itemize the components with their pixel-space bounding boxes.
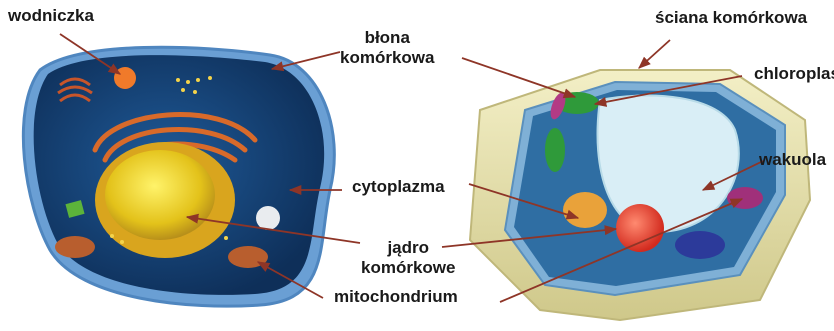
arrow-blona-plant [462, 58, 575, 97]
vacuole-orange [114, 67, 136, 89]
plant-cell [470, 70, 810, 320]
label-mitochondrium: mitochondrium [334, 287, 458, 307]
label-jadro: jądro komórkowe [361, 238, 455, 278]
label-wodniczka: wodniczka [8, 6, 94, 26]
lysosome-white [256, 206, 280, 230]
plant-mitochondrion [727, 187, 763, 209]
arrow-sciana [639, 40, 670, 68]
animal-cell [23, 47, 334, 306]
plant-golgi [563, 192, 607, 228]
label-blona: błona komórkowa [340, 28, 434, 68]
plant-nucleus [616, 204, 664, 252]
label-chloroplast: chloroplast [754, 64, 834, 84]
plant-er-blue [675, 231, 725, 259]
label-sciana: ściana komórkowa [655, 8, 807, 28]
label-cytoplazma: cytoplazma [352, 177, 445, 197]
plant-chloroplast-2 [545, 128, 565, 172]
nucleus [105, 150, 215, 240]
label-wakuola: wakuola [759, 150, 826, 170]
